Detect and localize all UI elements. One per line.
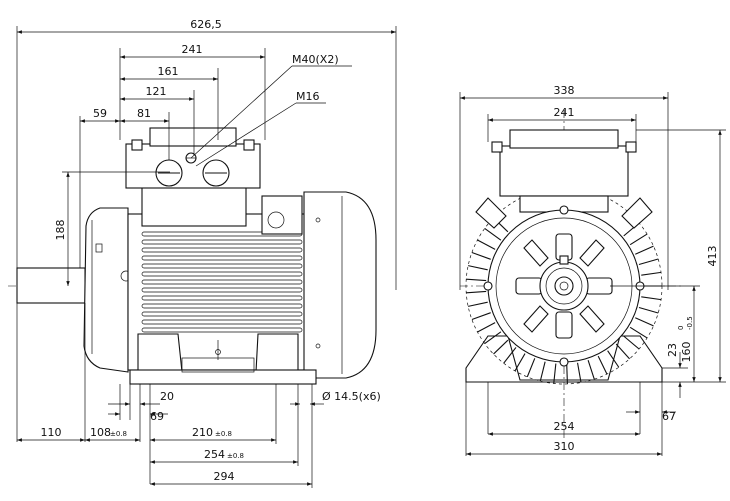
- radial-fin: [526, 358, 536, 378]
- lifting-lug-left: [475, 197, 507, 229]
- radial-fin: [629, 326, 648, 339]
- radial-fin: [638, 258, 659, 266]
- radial-fin: [477, 239, 496, 250]
- radial-fin: [641, 271, 662, 276]
- dim-foot-centers: 254: [554, 420, 575, 433]
- dim-foot-width: 310: [554, 440, 575, 453]
- cooling-fin: [141, 263, 303, 269]
- radial-fin: [587, 360, 595, 380]
- dim-side-terminal-box: 241: [182, 43, 203, 56]
- radial-fin: [471, 251, 491, 260]
- dim-end-terminal-box: 241: [554, 106, 575, 119]
- dim-hole-diameter: Ø 14.5(x6): [322, 390, 381, 403]
- dim-67: 67: [662, 410, 676, 423]
- radial-fin: [607, 350, 620, 368]
- motor-shaft: [16, 267, 86, 304]
- radial-fin: [638, 306, 659, 314]
- fan-cover: [83, 207, 129, 373]
- radial-fin: [514, 353, 526, 372]
- dim-23: 23: [666, 343, 679, 357]
- dim-188: 188: [54, 220, 67, 241]
- radial-fin: [623, 335, 640, 350]
- cooling-fin: [141, 239, 303, 245]
- cooling-fin: [141, 327, 303, 333]
- dim-shaft-height: 160: [680, 342, 693, 363]
- cooling-fin: [141, 279, 303, 285]
- radial-fin: [493, 339, 509, 355]
- radial-fin: [635, 317, 654, 327]
- dim-overall-length: 626,5: [190, 18, 222, 31]
- radial-fin: [553, 363, 557, 384]
- motor-feet: [129, 333, 317, 385]
- dim-108-tol: ±0.8: [110, 430, 127, 438]
- callout-m40: M40(X2): [292, 53, 339, 66]
- terminal-box: [125, 127, 261, 227]
- radial-fin: [477, 322, 496, 333]
- cooling-fin: [141, 295, 303, 301]
- radial-fin: [577, 362, 582, 383]
- cable-gland-left: [155, 159, 183, 187]
- radial-fin: [466, 290, 487, 294]
- cooling-fin: [141, 311, 303, 317]
- cooling-fin: [141, 303, 303, 309]
- dim-shaft-height-tol: 0: [677, 326, 685, 330]
- radial-fin: [635, 245, 654, 255]
- callout-m16: M16: [296, 90, 320, 103]
- radial-fin: [641, 296, 662, 301]
- radial-fin: [468, 301, 488, 307]
- dim-294: 294: [214, 470, 235, 483]
- radial-fin: [471, 312, 491, 321]
- dim-210: 210: [192, 426, 213, 439]
- dim-121: 121: [146, 85, 167, 98]
- end-view: 338 241 413 160 0 -0.5 23 67 254 310: [459, 84, 726, 456]
- cooling-fins: [141, 231, 303, 333]
- dim-210-tol: ±0.8: [215, 430, 232, 438]
- dim-108: 108: [90, 426, 111, 439]
- cooling-fin: [141, 287, 303, 293]
- side-view: 626,5 241 161 121 81 59 188 M40(X2) M16 …: [8, 18, 397, 488]
- end-shield: [303, 191, 377, 379]
- dim-20: 20: [160, 390, 174, 403]
- radial-fin: [484, 331, 502, 345]
- radial-fin: [615, 343, 630, 360]
- fan-spokes: [515, 233, 613, 339]
- dim-shaft-length: 110: [41, 426, 62, 439]
- radial-fin: [466, 278, 487, 282]
- radial-fin: [468, 265, 488, 271]
- dim-overall-height: 413: [706, 246, 719, 267]
- end-terminal-box: [491, 129, 637, 213]
- dim-end-overall-width: 338: [554, 84, 575, 97]
- dim-69: 69: [150, 410, 164, 423]
- lifting-lug-right: [621, 197, 653, 229]
- cooling-fin: [141, 255, 303, 261]
- dim-59: 59: [93, 107, 107, 120]
- dim-81: 81: [137, 107, 151, 120]
- radial-fin: [566, 363, 568, 384]
- radial-fin: [539, 361, 546, 382]
- cooling-fin: [141, 271, 303, 277]
- dim-254-tol: ±0.8: [227, 452, 244, 460]
- radial-fin: [629, 233, 648, 246]
- cable-gland-right: [202, 159, 230, 187]
- cooling-fin: [141, 247, 303, 253]
- dim-161: 161: [158, 65, 179, 78]
- dim-shaft-height-tol-low: -0.5: [686, 316, 694, 330]
- radial-fin: [597, 355, 608, 375]
- dim-254-side: 254: [204, 448, 225, 461]
- radial-fin: [503, 347, 517, 364]
- cooling-fin: [141, 319, 303, 325]
- radial-fin: [484, 227, 502, 241]
